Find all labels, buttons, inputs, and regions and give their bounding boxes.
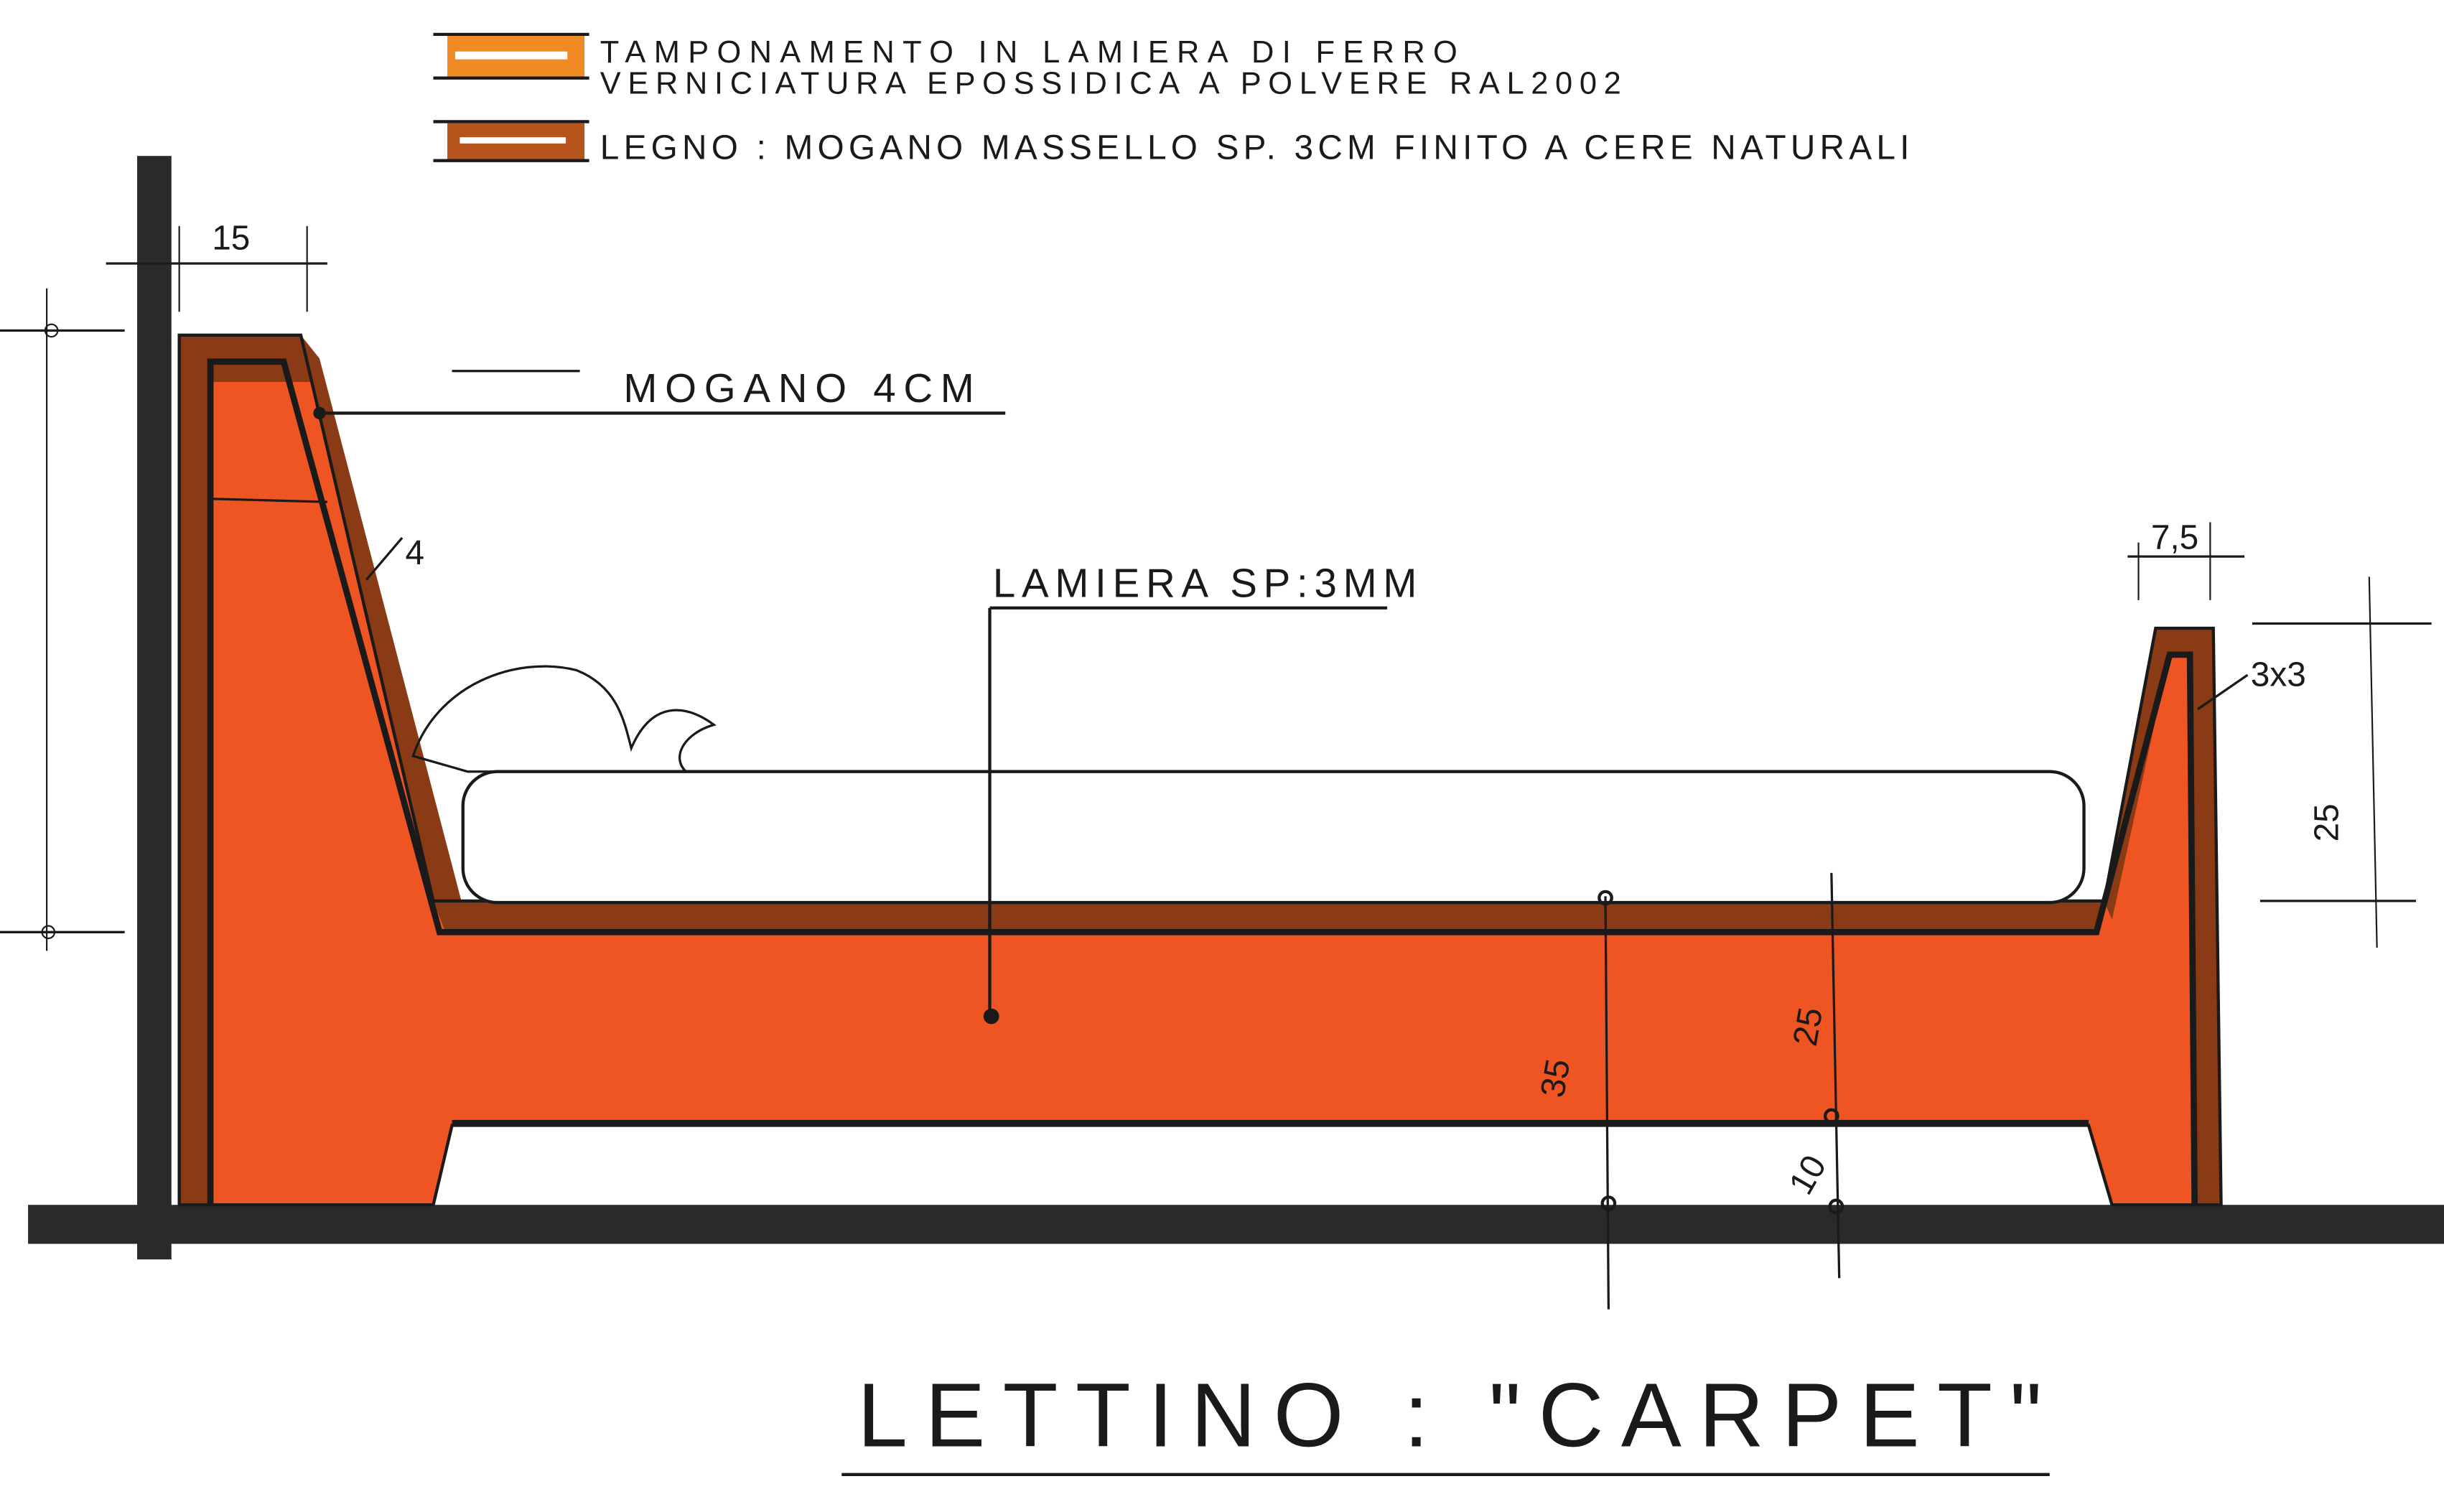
steel-panel [179,335,2221,1205]
annotation-lamiera: LAMIERA SP:3MM [983,561,1417,1025]
mattress [461,770,2086,905]
legend-item-steel: TAMPONAMENTO IN LAMIERA DI FERRO VERNICI… [433,32,1621,101]
annotation-3x3: 3x3 [2197,655,2306,711]
floor [28,1205,2444,1244]
svg-text:4: 4 [405,534,424,572]
svg-text:7,5: 7,5 [2151,518,2198,556]
wall [137,156,172,1260]
pillow [411,665,717,773]
dim-footboard-width: 7,5 [2127,518,2245,600]
svg-text:3x3: 3x3 [2251,655,2306,694]
dim-headboard-width: 15 [106,219,327,312]
dim-10: 10 [1782,1149,1834,1201]
seat-wood-band [433,900,2104,929]
annotation-4: 4 [365,534,424,581]
label-mogano: MOGANO 4CM [623,365,974,411]
drawing-title: LETTINO : "CARPET" [841,1365,2050,1476]
svg-text:25: 25 [2308,803,2346,841]
dim-left-height [0,288,125,951]
legend-item-wood: LEGNO : MOGANO MASSELLO SP. 3CM FINITO A… [433,120,1910,167]
legend-steel-line1: TAMPONAMENTO IN LAMIERA DI FERRO [600,35,1457,70]
legend-wood-label: LEGNO : MOGANO MASSELLO SP. 3CM FINITO A… [600,129,1910,167]
dim-side-heights: 35 25 10 [1534,872,1844,1310]
label-lamiera: LAMIERA SP:3MM [993,561,1417,606]
dim-footboard-height: 25 [2252,577,2432,948]
headboard-wood-outer [179,335,312,1205]
legend: TAMPONAMENTO IN LAMIERA DI FERRO VERNICI… [433,32,1910,167]
title-text: LETTINO : "CARPET" [857,1365,2042,1466]
annotation-mogano: MOGANO 4CM [313,365,1006,420]
legend-steel-line2: VERNICIATURA EPOSSIDICA A POLVERE RAL200… [600,66,1621,101]
svg-text:15: 15 [212,219,250,257]
dim-25: 25 [1786,1004,1830,1049]
dim-35: 35 [1534,1056,1577,1101]
